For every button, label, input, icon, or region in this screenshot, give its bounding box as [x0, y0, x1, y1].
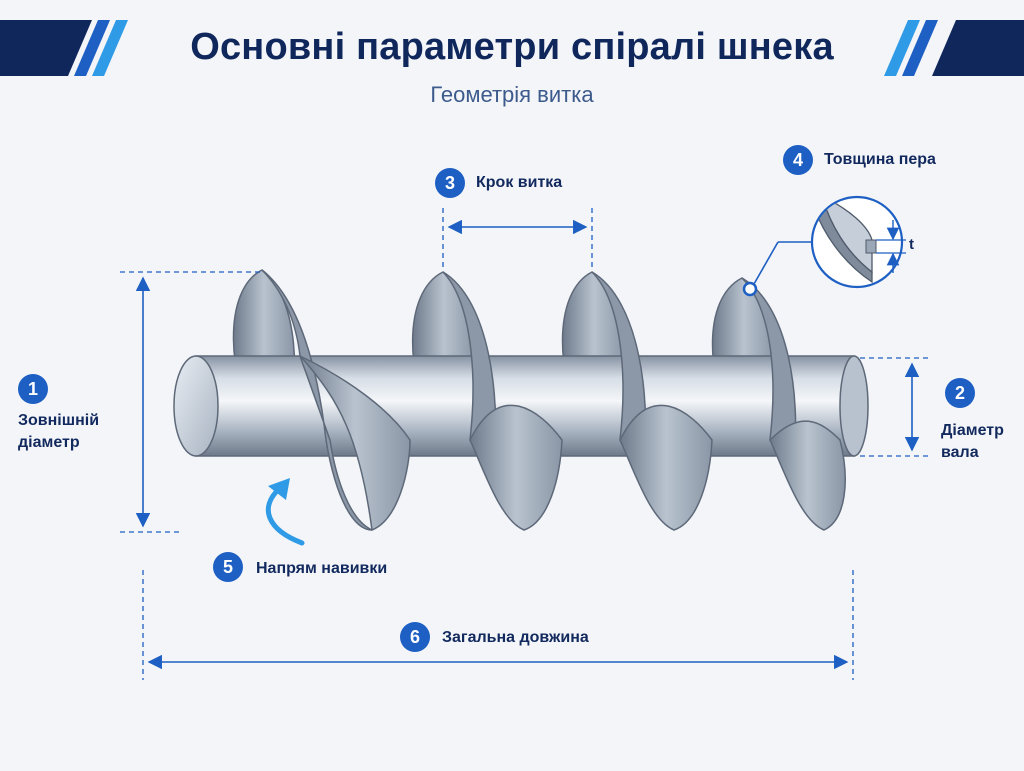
label-shaft-diameter-line2: вала [941, 444, 979, 461]
badge-2: 2 [945, 378, 975, 408]
badge-4: 4 [783, 145, 813, 175]
label-shaft-diameter-line1: Діаметр [941, 422, 1004, 439]
header-stripes-right [884, 20, 1024, 76]
header-stripes-left [0, 20, 128, 76]
label-thickness: Товщина пера [824, 151, 936, 168]
dimension-outer-diameter [120, 271, 262, 533]
badge-6: 6 [400, 622, 430, 652]
dimension-total-length [142, 570, 854, 680]
rotation-arrow-icon [265, 478, 305, 546]
badge-3: 3 [435, 168, 465, 198]
page-title: Основні параметри спіралі шнека [190, 26, 834, 68]
label-outer-diameter-line2: діаметр [18, 434, 80, 451]
label-outer-diameter-line1: Зовнішній [18, 412, 100, 429]
flight-front [261, 269, 846, 532]
label-winding-direction: Напрям навивки [256, 560, 388, 577]
page-subtitle: Геометрія витка [430, 82, 594, 107]
label-thickness-symbol: t [909, 236, 914, 253]
badge-5: 5 [213, 552, 243, 582]
label-outer-diameter: Зовнішній діаметр [18, 410, 99, 454]
label-pitch: Крок витка [476, 174, 563, 191]
dimension-shaft-diameter [860, 357, 932, 457]
dimension-pitch [442, 208, 593, 270]
label-total-length: Загальна довжина [442, 629, 589, 646]
badge-1: 1 [18, 374, 48, 404]
detail-thickness [742, 195, 906, 297]
label-shaft-diameter: Діаметр вала [941, 420, 1004, 464]
